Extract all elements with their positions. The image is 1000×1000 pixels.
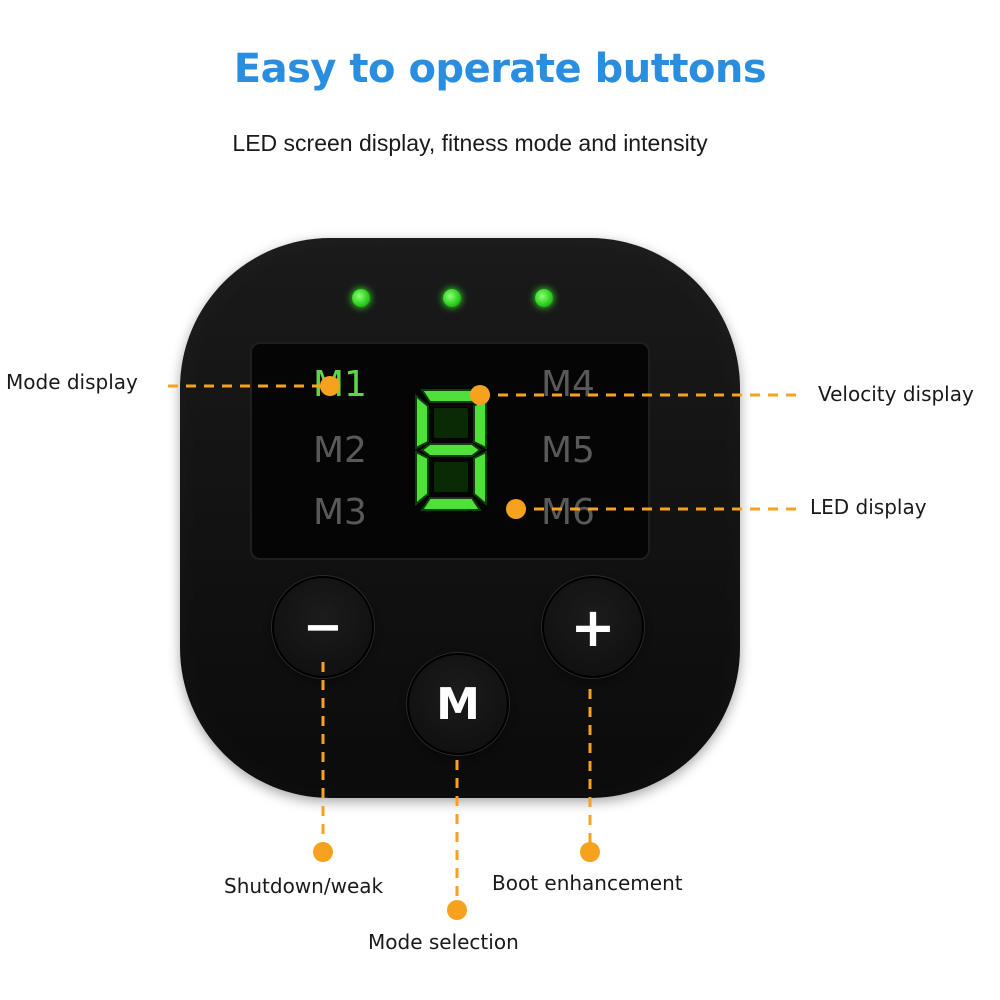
callout-led-display: LED display xyxy=(810,495,927,519)
indicator-led-2 xyxy=(443,289,461,307)
callout-mode-selection: Mode selection xyxy=(368,930,519,954)
mode-label-m2: M2 xyxy=(313,430,367,471)
callout-dot-led-display xyxy=(506,499,526,519)
callout-velocity-display: Velocity display xyxy=(818,382,974,406)
mode-button[interactable]: M xyxy=(407,653,509,755)
callout-dot-mode-selection xyxy=(447,900,467,920)
mode-label-m3: M3 xyxy=(313,492,367,533)
callout-dot-mode-display xyxy=(320,376,340,396)
indicator-led-3 xyxy=(535,289,553,307)
callout-boot-enhancement: Boot enhancement xyxy=(492,871,683,895)
minus-button[interactable]: − xyxy=(272,576,374,678)
callout-dot-boot xyxy=(580,842,600,862)
callout-mode-display: Mode display xyxy=(6,370,138,394)
callout-dot-shutdown xyxy=(313,842,333,862)
indicator-led-1 xyxy=(352,289,370,307)
mode-label-m5: M5 xyxy=(541,430,595,471)
page-subtitle: LED screen display, fitness mode and int… xyxy=(232,130,708,156)
mode-label-m6: M6 xyxy=(541,492,595,533)
page-title: Easy to operate buttons xyxy=(233,46,767,92)
mode-label-m4: M4 xyxy=(541,364,595,405)
callout-dot-velocity-display xyxy=(470,385,490,405)
plus-button[interactable]: + xyxy=(542,576,644,678)
callout-shutdown-weak: Shutdown/weak xyxy=(224,874,384,898)
seven-segment-digit-icon xyxy=(415,389,487,511)
